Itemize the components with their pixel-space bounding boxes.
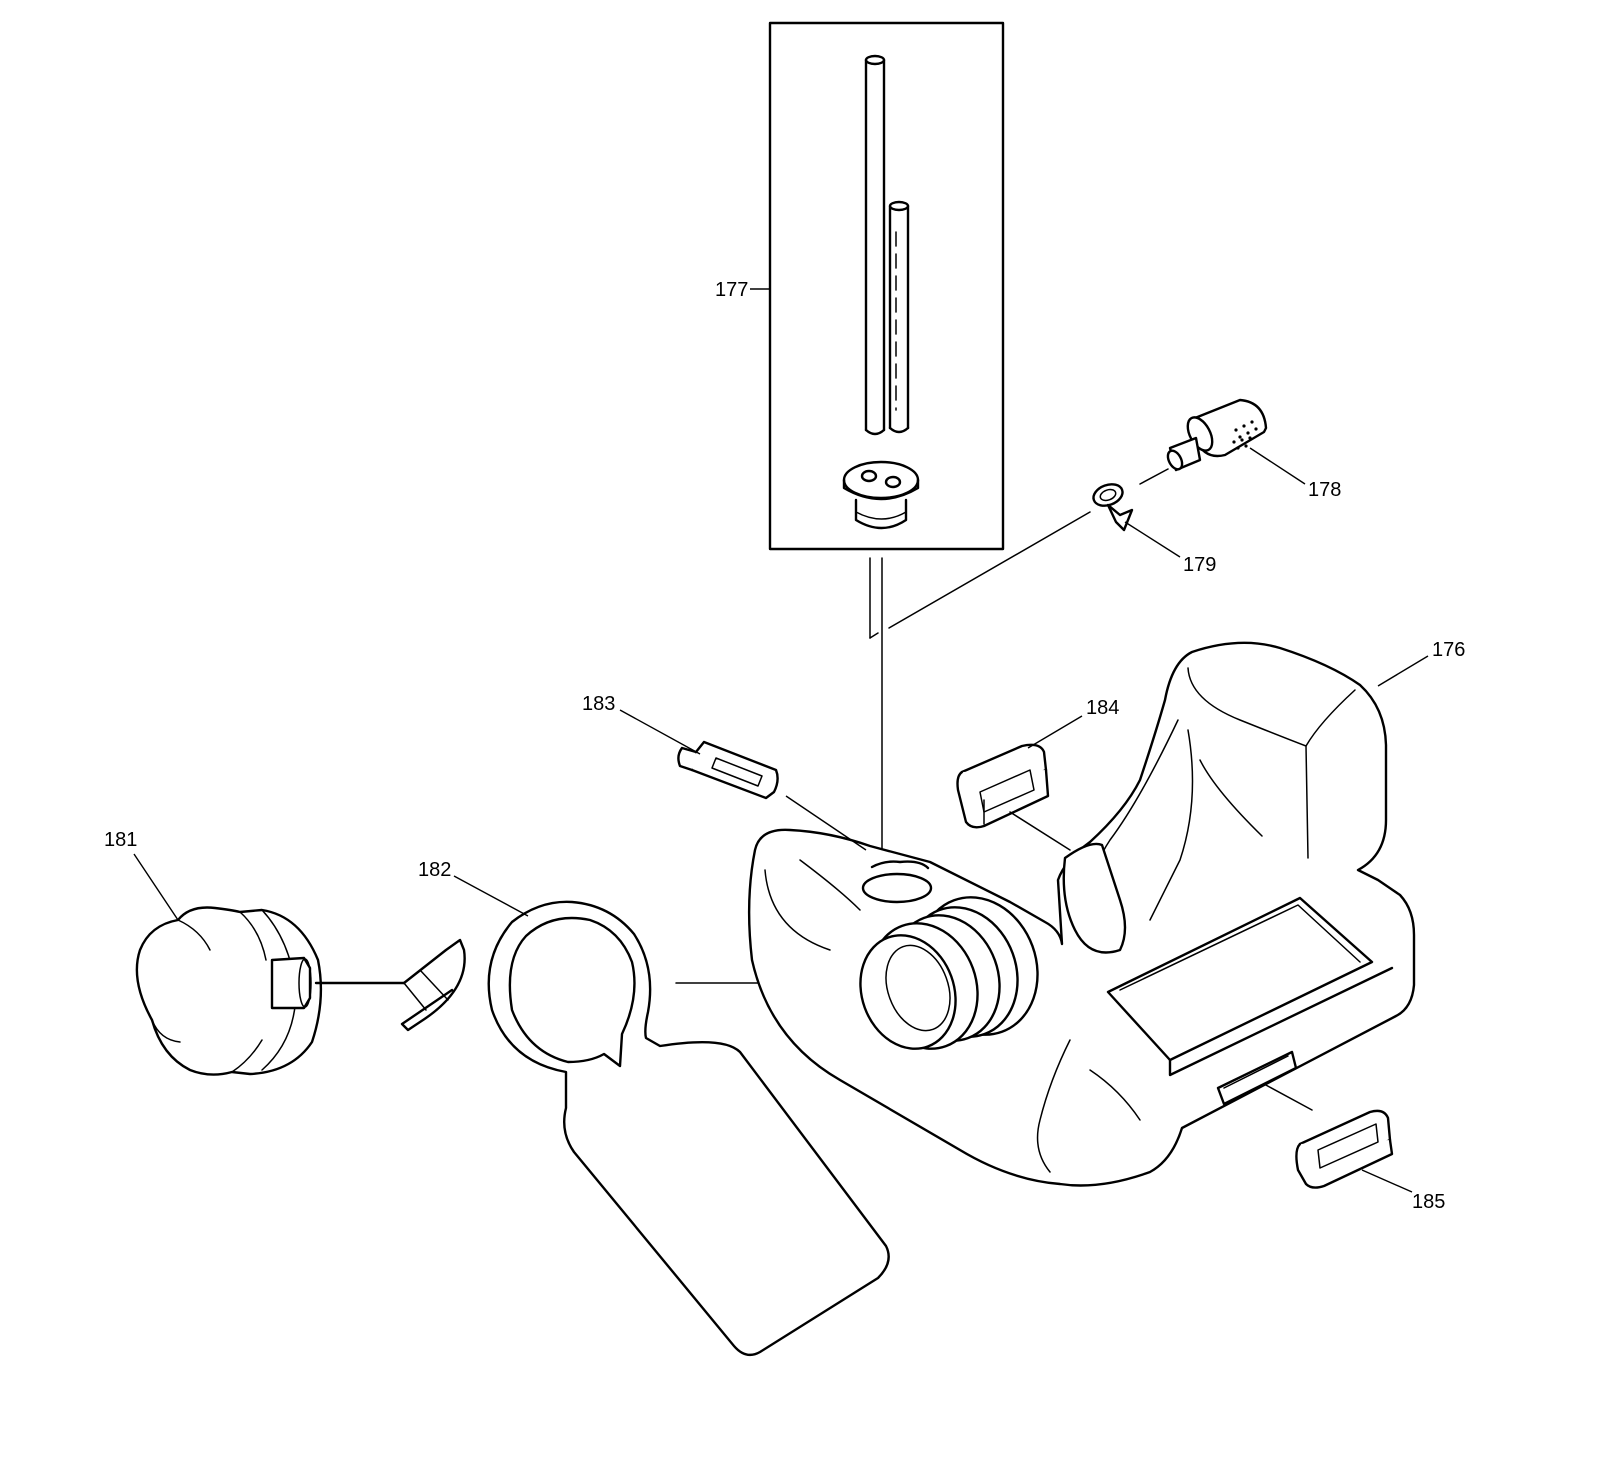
part-183-connector: 183 — [582, 693, 867, 851]
part-177-inset-frame — [768, 21, 1005, 551]
part-184-rubber-pad: 184 — [956, 697, 1119, 851]
callout-176: 176 — [1432, 639, 1465, 661]
part-178-fuel-filter: 178 — [1166, 398, 1341, 501]
long-fuel-pipe — [864, 54, 886, 436]
callout-185: 185 — [1412, 1191, 1445, 1213]
part-177-fuel-pipe-kit: 177 — [715, 21, 1005, 551]
short-fuel-pipe — [888, 200, 910, 434]
callout-179: 179 — [1183, 554, 1216, 576]
part-181-fuel-cap: 181 — [104, 829, 466, 1076]
callout-183: 183 — [582, 693, 615, 715]
callout-181: 181 — [104, 829, 137, 851]
callout-182: 182 — [418, 859, 451, 881]
part-176-fuel-tank: 176 — [747, 639, 1465, 1187]
pipe-grommet — [842, 460, 920, 530]
callout-178: 178 — [1308, 479, 1341, 501]
part-182-cap-retainer: 182 — [418, 859, 890, 1357]
callout-184: 184 — [1086, 697, 1119, 719]
part-179-hose-clip: 179 — [1092, 483, 1216, 576]
part-185-rubber-pad: 185 — [1263, 1083, 1445, 1213]
filler-neck — [859, 896, 1039, 1050]
filter-mesh-dots — [1232, 420, 1258, 450]
callout-177: 177 — [715, 279, 748, 301]
